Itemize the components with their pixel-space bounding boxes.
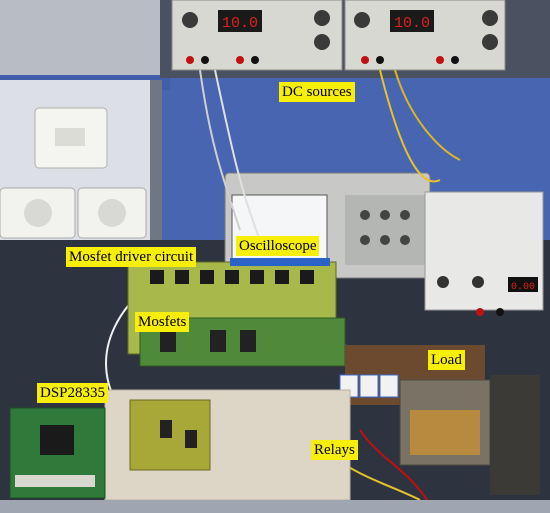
display-left-value: 10.0: [222, 15, 258, 32]
label-mosfet-driver-circuit: Mosfet driver circuit: [66, 247, 197, 267]
label-dsp: DSP28335: [37, 383, 109, 403]
dc-source-right: 10.0: [344, 0, 506, 71]
label-load: Load: [428, 350, 465, 370]
shelf-divider: [150, 80, 162, 250]
wall-socket: [55, 128, 85, 146]
load-resistor: [490, 375, 540, 495]
bench-psu-display: 0.00: [511, 282, 535, 293]
relay-3: [379, 374, 399, 398]
dsp-board: [9, 407, 106, 499]
label-mosfets: Mosfets: [135, 312, 190, 332]
label-oscilloscope: Oscilloscope: [236, 236, 320, 256]
display-left: [218, 10, 262, 32]
floor-edge: [0, 500, 550, 513]
bench-power-supply: 0.00: [424, 191, 544, 316]
relay-2: [359, 374, 379, 398]
label-relays: Relays: [311, 440, 358, 460]
display-right: [390, 10, 434, 32]
driver-pcb: [127, 258, 346, 367]
label-dc-sources: DC sources: [279, 82, 355, 102]
display-right-value: 10.0: [394, 15, 430, 32]
dc-source-left: 10.0: [171, 0, 343, 71]
